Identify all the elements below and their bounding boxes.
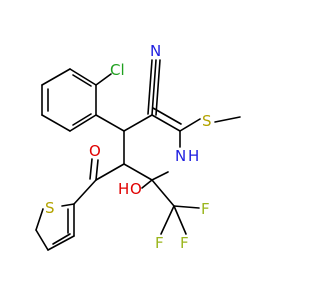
fluorine-3-label: F xyxy=(155,234,164,252)
ring-nitrogen-label: N xyxy=(175,147,186,165)
carbonyl-oxygen-label: O xyxy=(89,142,101,160)
chlorine-label: Cl xyxy=(110,61,125,79)
bond-lines xyxy=(35,59,241,251)
fluorine-1-label: F xyxy=(201,200,210,218)
hydroxyl-oxygen-label: O xyxy=(130,180,142,198)
hydroxyl-hydrogen-label: H xyxy=(118,180,129,198)
thiophene-sulfur-label: S xyxy=(45,199,55,217)
molecule-structure: Cl N S N H O S H O F F F xyxy=(35,42,241,252)
nitrile-nitrogen-label: N xyxy=(150,42,161,60)
methylthio-sulfur-label: S xyxy=(202,112,212,130)
atom-labels: Cl N S N H O S H O F F F xyxy=(45,42,212,252)
ring-nitrogen-hydrogen-label: H xyxy=(188,147,199,165)
fluorine-2-label: F xyxy=(180,234,189,252)
